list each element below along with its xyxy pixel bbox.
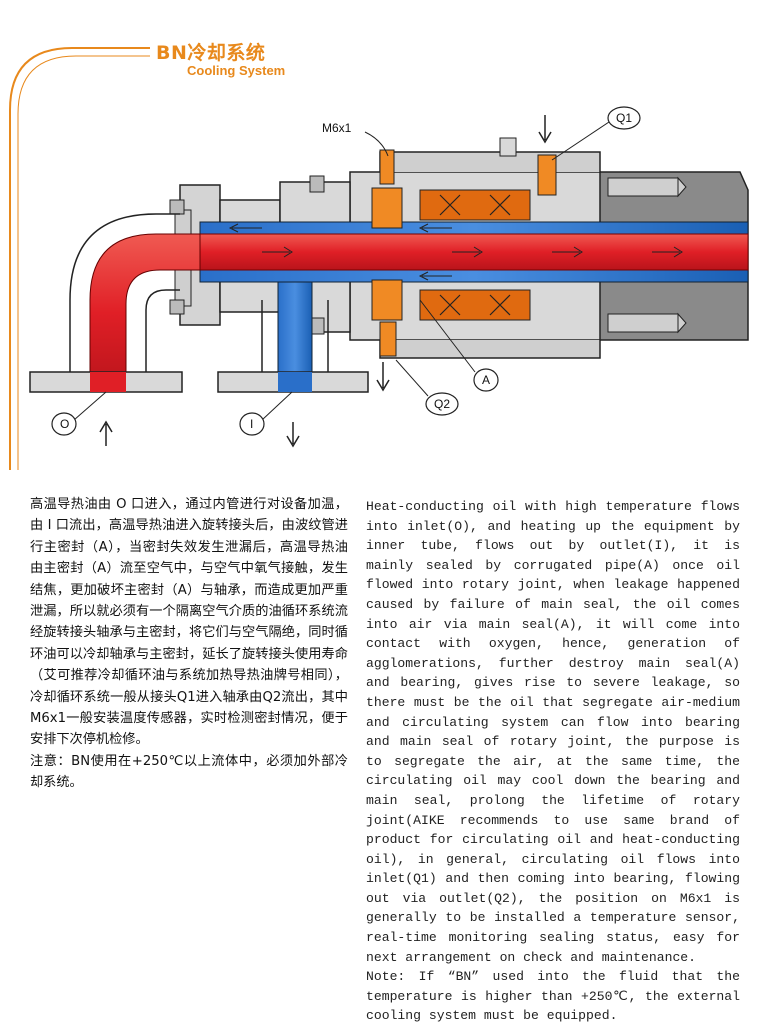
- main-seal-a: [371, 187, 403, 229]
- inlet-elbow-o: [89, 233, 201, 393]
- english-description: Heat-conducting oil with high temperatur…: [366, 497, 740, 1026]
- label-q1: Q1: [616, 111, 632, 125]
- section-title: BN冷却系统: [156, 42, 266, 64]
- bearing-lower: [419, 289, 531, 321]
- section-subtitle: Cooling System: [187, 63, 286, 78]
- inlet-arrow-icon: [99, 420, 113, 446]
- english-note: Note: If “BN” used into the fluid that t…: [366, 969, 740, 1024]
- m6x1-sensor-port: [379, 149, 395, 185]
- english-body: Heat-conducting oil with high temperatur…: [366, 499, 740, 965]
- chinese-note: 注意：BN使用在+250℃以上流体中，必须加外部冷却系统。: [30, 753, 348, 791]
- label-o: O: [60, 417, 69, 431]
- label-a: A: [482, 373, 490, 387]
- outlet-arrow-icon: [286, 422, 300, 448]
- cooling-system-diagram: M6x1 Q1 Q2 A O I: [29, 106, 749, 448]
- bearing-upper: [419, 189, 531, 221]
- chinese-body: 高温导热油由 O 口进入，通过内管进行对设备加温，由 I 口流出，高温导热油进入…: [30, 497, 348, 748]
- label-m6x1: M6x1: [322, 121, 352, 135]
- chinese-description: 高温导热油由 O 口进入，通过内管进行对设备加温，由 I 口流出，高温导热油进入…: [30, 494, 348, 794]
- label-i: I: [250, 417, 253, 431]
- label-q2: Q2: [434, 397, 450, 411]
- header-ornament: [9, 47, 150, 470]
